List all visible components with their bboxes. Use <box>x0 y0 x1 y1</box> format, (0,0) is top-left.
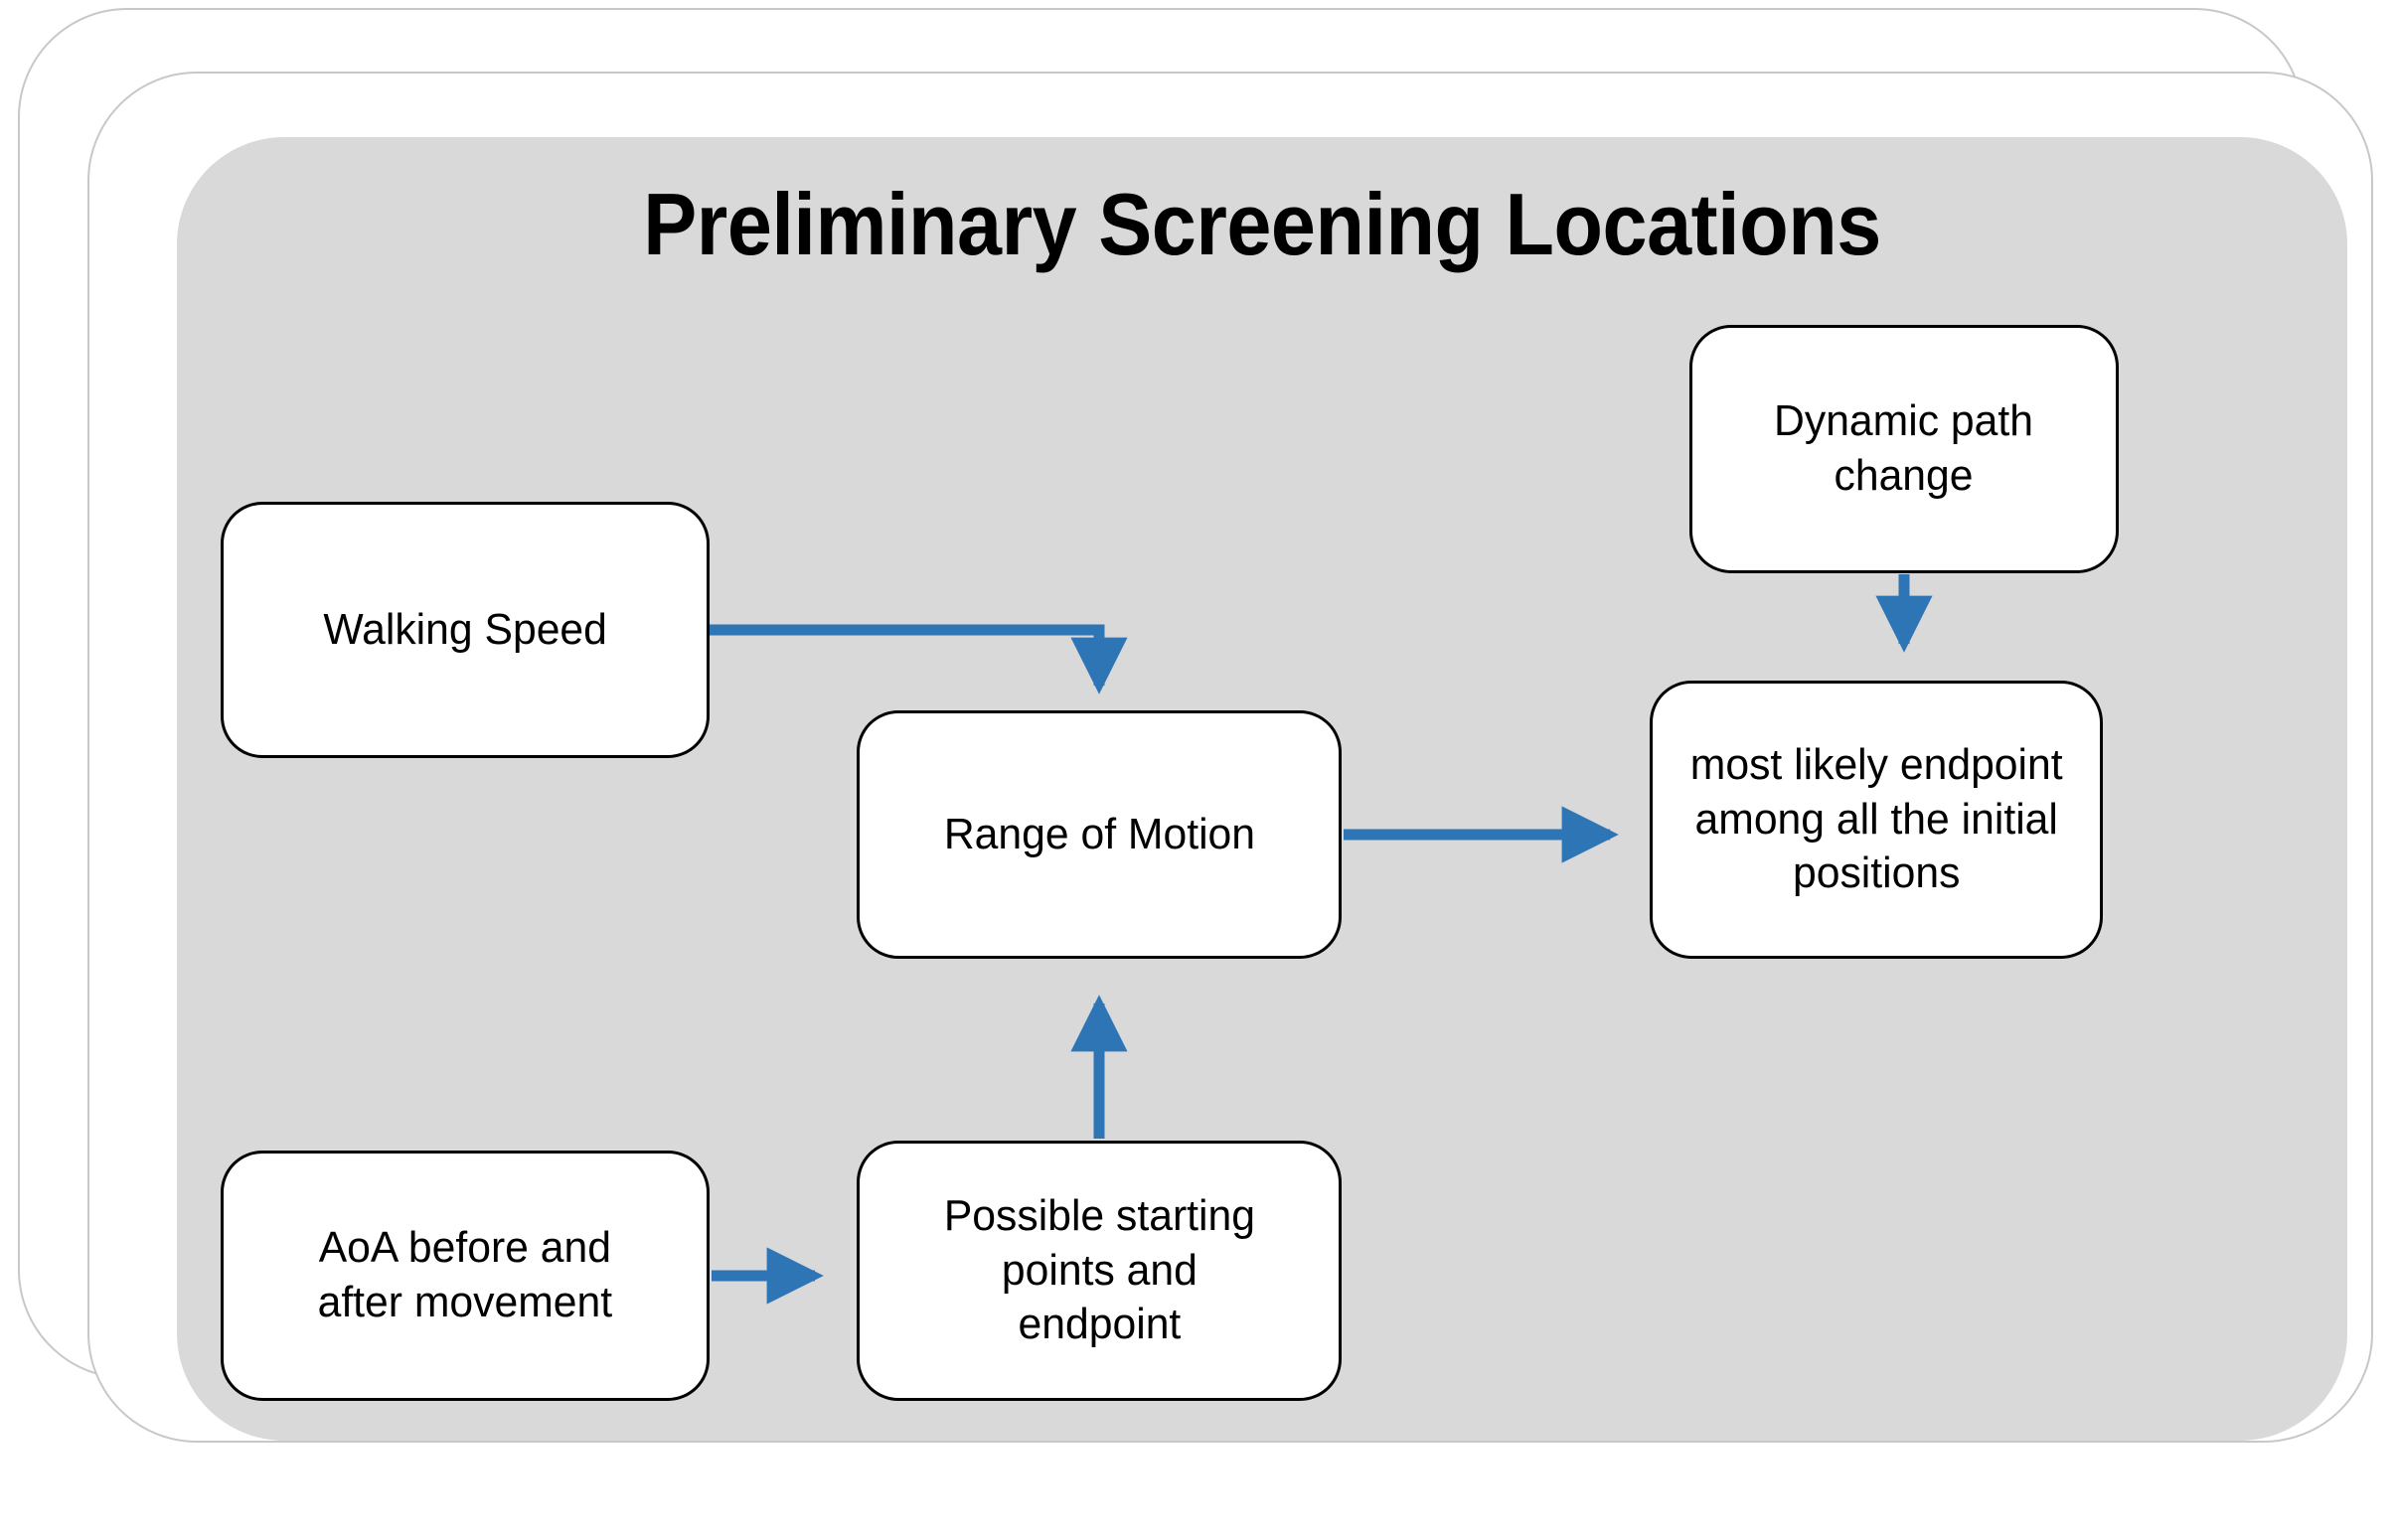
node-aoa-label: AoA before and after movement <box>317 1223 613 1326</box>
node-most-likely-endpoint-label: most likely endpoint among all the initi… <box>1689 740 2063 898</box>
node-dynamic-path-change[interactable]: Dynamic path change <box>1689 325 2119 573</box>
node-aoa-before-and-after-movement[interactable]: AoA before and after movement <box>221 1151 710 1401</box>
page-title: Preliminary Screening Locations <box>643 175 1881 273</box>
node-range-of-motion[interactable]: Range of Motion <box>857 710 1342 959</box>
node-possible-points-label: Possible starting points and endpoint <box>943 1191 1255 1349</box>
node-most-likely-endpoint[interactable]: most likely endpoint among all the initi… <box>1650 681 2103 959</box>
node-walking-speed[interactable]: Walking Speed <box>221 502 710 758</box>
node-range-of-motion-label: Range of Motion <box>943 809 1255 858</box>
node-dynamic-path-change-label: Dynamic path change <box>1774 396 2034 500</box>
node-possible-starting-points-and-endpoint[interactable]: Possible starting points and endpoint <box>857 1141 1342 1401</box>
node-walking-speed-label: Walking Speed <box>323 604 607 654</box>
